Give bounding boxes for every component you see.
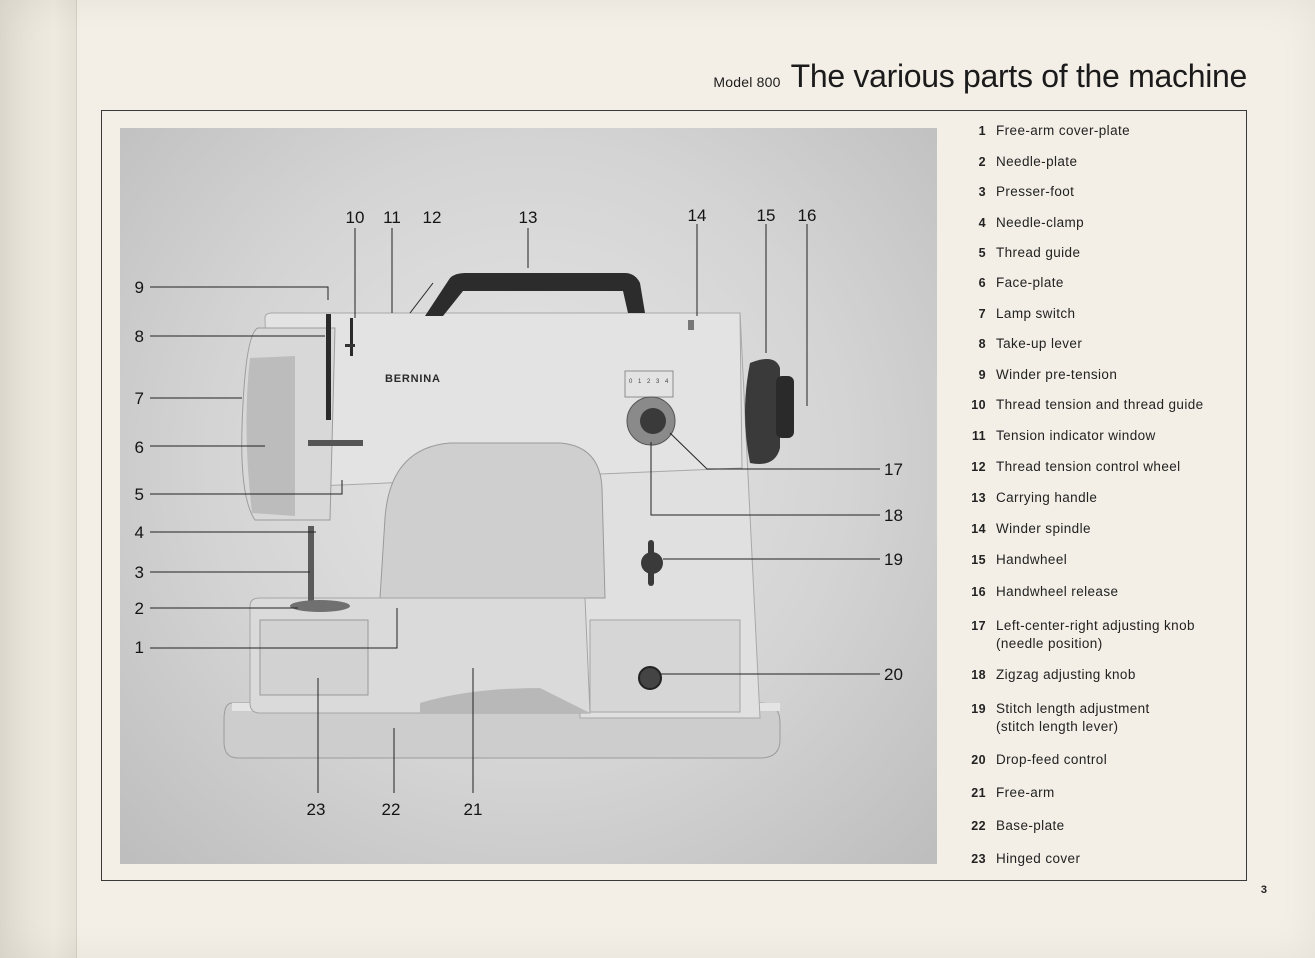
- handwheel-release-shape: [776, 376, 794, 438]
- content-frame: [101, 110, 1247, 881]
- callout-5: 5: [135, 485, 144, 504]
- callout-numbers: 1 2 3 4 5 6 7 8 9 10 11 12 13 14 15 16 1…: [135, 206, 903, 819]
- needle-bar-shape: [308, 526, 314, 604]
- svg-text:0: 0: [629, 379, 633, 385]
- arm-shadow-shape: [420, 688, 590, 713]
- callout-12: 12: [423, 208, 442, 227]
- callout-9: 9: [135, 278, 144, 297]
- handwheel-shape: [745, 359, 780, 464]
- callout-1: 1: [135, 638, 144, 657]
- lower-cover-shape: [589, 619, 741, 713]
- callout-20: 20: [884, 665, 903, 684]
- take-up-lever-shape: [326, 314, 331, 420]
- svg-text:4: 4: [665, 379, 669, 385]
- svg-text:1: 1: [638, 379, 642, 385]
- book-gutter: [0, 0, 77, 958]
- callout-3: 3: [135, 563, 144, 582]
- machine-illustration: BERNINA 0 1 2 3 4: [135, 206, 903, 819]
- callout-17: 17: [884, 460, 903, 479]
- callout-11: 11: [383, 208, 401, 227]
- callout-8: 8: [135, 327, 144, 346]
- carrying-handle-shape: [425, 273, 645, 316]
- hinged-cover-shape: [259, 619, 369, 696]
- needle-plate-shape: [290, 600, 350, 612]
- tension-window-shape: [345, 344, 355, 347]
- arm-throat-shape: [379, 442, 606, 599]
- page-number: 3: [1260, 884, 1267, 896]
- callout-22: 22: [382, 800, 401, 819]
- callout-13: 13: [519, 208, 538, 227]
- leader-lines: [150, 224, 880, 793]
- machine-photo: BERNINA 0 1 2 3 4: [120, 128, 937, 864]
- callout-7: 7: [135, 389, 144, 408]
- callout-21: 21: [464, 800, 483, 819]
- callout-23: 23: [307, 800, 326, 819]
- face-plate-shape: [246, 356, 295, 516]
- machine-arm-shape: [264, 312, 743, 489]
- callout-10: 10: [346, 208, 365, 227]
- callout-19: 19: [884, 550, 903, 569]
- model-label: Model 800: [713, 74, 781, 90]
- callout-18: 18: [884, 506, 903, 525]
- page-header: Model 800 The various parts of the machi…: [713, 58, 1247, 95]
- drop-feed-knob: [638, 666, 662, 690]
- callout-14: 14: [688, 206, 707, 225]
- callout-2: 2: [135, 599, 144, 618]
- thread-guide-rod-shape: [350, 318, 353, 356]
- callout-6: 6: [135, 438, 144, 457]
- callout-4: 4: [135, 523, 144, 542]
- svg-text:2: 2: [647, 379, 651, 385]
- needle-position-knob: [640, 408, 666, 434]
- face-plate-slot-shape: [308, 440, 363, 446]
- callout-15: 15: [757, 206, 776, 225]
- callout-16: 16: [798, 206, 817, 225]
- page-title: The various parts of the machine: [790, 58, 1248, 94]
- svg-text:3: 3: [656, 379, 660, 385]
- bernina-logo: BERNINA: [385, 373, 441, 385]
- winder-spindle-shape: [688, 320, 694, 330]
- dial-scale-marks: 0 1 2 3 4: [629, 379, 669, 385]
